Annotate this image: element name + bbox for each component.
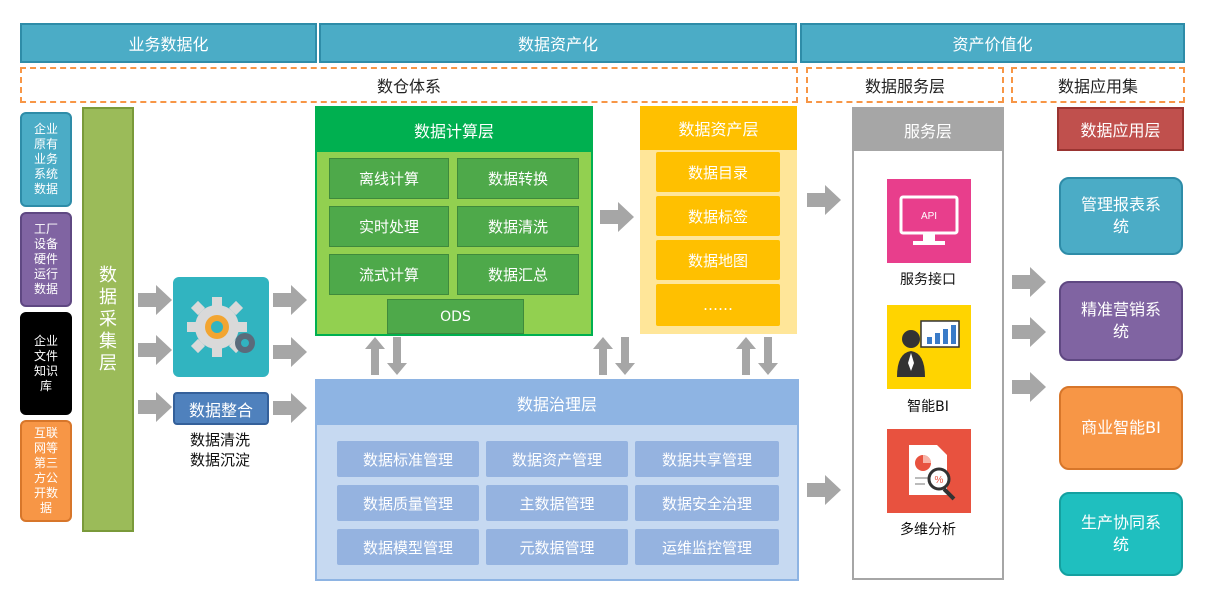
header-service-layer: 数据服务层: [806, 67, 1004, 103]
gov-cell-share: 数据共享管理: [635, 441, 779, 477]
service-item-bi: 智能BI: [907, 399, 949, 415]
gov-cell-security: 数据安全治理: [635, 485, 779, 521]
up-down-arrows-icon: [365, 337, 407, 375]
cell-ods: ODS: [387, 299, 524, 334]
asset-layer-title: 数据资产层: [640, 106, 797, 150]
asset-item-more: ……: [656, 284, 780, 326]
app-label: 管理报表系统: [1081, 195, 1162, 236]
gov-cell-asset: 数据资产管理: [486, 441, 628, 477]
gear-icon: [173, 277, 269, 377]
integration-label: 数据整合: [173, 392, 269, 425]
note-cleaning: 数据清洗: [189, 431, 250, 449]
app-label: 生产协同系统: [1081, 513, 1162, 554]
up-down-arrows-icon: [736, 337, 778, 375]
asset-item-catalog: 数据目录: [656, 152, 780, 192]
header-valorize: 资产价值化: [800, 23, 1185, 63]
source-label: 企业文件知识库: [33, 333, 58, 393]
arrow-right-icon: [600, 202, 634, 232]
app-layer-title: 数据应用层: [1057, 107, 1184, 151]
header-warehouse: 数仓体系: [20, 67, 798, 103]
collect-layer-label: 数据采集层: [99, 264, 117, 374]
service-item-api: 服务接口: [900, 272, 956, 288]
header-digitize: 业务数据化: [20, 23, 317, 63]
bi-presenter-icon: [887, 305, 971, 389]
report-magnifier-icon: %: [887, 429, 971, 513]
arrow-right-icon: [1012, 267, 1046, 297]
source-knowledge-base: 企业文件知识库: [20, 312, 72, 415]
governance-layer-title: 数据治理层: [317, 381, 797, 425]
source-third-party: 互联网等第三方公开数据: [20, 420, 72, 522]
service-layer-title: 服务层: [854, 109, 1002, 151]
arrow-right-icon: [138, 285, 172, 315]
svg-text:%: %: [935, 475, 944, 486]
source-label: 工厂设备硬件运行数据: [33, 222, 58, 296]
gov-cell-model: 数据模型管理: [337, 529, 479, 565]
source-factory-devices: 工厂设备硬件运行数据: [20, 212, 72, 307]
app-precision-marketing: 精准营销系统: [1059, 281, 1183, 361]
source-label: 企业原有业务系统数据: [33, 122, 58, 196]
source-legacy-systems: 企业原有业务系统数据: [20, 112, 72, 207]
asset-layer: 数据资产层 数据目录 数据标签 数据地图 ……: [640, 106, 797, 334]
cell-data-summary: 数据汇总: [457, 254, 579, 295]
api-text: API: [921, 211, 937, 222]
governance-layer: 数据治理层 数据标准管理 数据资产管理 数据共享管理 数据质量管理 主数据管理 …: [315, 379, 799, 581]
arrow-right-icon: [138, 335, 172, 365]
arrow-right-icon: [138, 392, 172, 422]
arrow-right-icon: [1012, 317, 1046, 347]
gov-cell-metadata: 元数据管理: [486, 529, 628, 565]
arrow-right-icon: [1012, 372, 1046, 402]
source-label: 互联网等第三方公开数据: [33, 426, 58, 515]
integration-notes: 数据清洗 数据沉淀: [170, 430, 270, 470]
collect-layer: 数据采集层: [82, 107, 134, 532]
header-app-set: 数据应用集: [1011, 67, 1185, 103]
asset-item-map: 数据地图: [656, 240, 780, 280]
compute-layer-title: 数据计算层: [317, 108, 591, 152]
note-settling: 数据沉淀: [189, 451, 250, 469]
gov-cell-master: 主数据管理: [486, 485, 628, 521]
app-production-collab: 生产协同系统: [1059, 492, 1183, 576]
cell-stream-compute: 流式计算: [329, 254, 449, 295]
arrow-right-icon: [807, 185, 841, 215]
arrow-right-icon: [273, 285, 307, 315]
asset-item-tags: 数据标签: [656, 196, 780, 236]
service-layer: 服务层 API 服务接口 智能BI %: [852, 107, 1004, 580]
app-label: 精准营销系统: [1081, 300, 1162, 341]
gov-cell-ops: 运维监控管理: [635, 529, 779, 565]
service-item-multidim: 多维分析: [900, 522, 956, 538]
cell-data-transform: 数据转换: [457, 158, 579, 199]
up-down-arrows-icon: [593, 337, 635, 375]
app-label: 商业智能BI: [1081, 418, 1161, 437]
header-assetize: 数据资产化: [319, 23, 797, 63]
cell-offline-compute: 离线计算: [329, 158, 449, 199]
api-monitor-icon: API: [887, 179, 971, 263]
arrow-right-icon: [807, 475, 841, 505]
arrow-right-icon: [273, 393, 307, 423]
arrow-right-icon: [273, 337, 307, 367]
gov-cell-quality: 数据质量管理: [337, 485, 479, 521]
cell-data-clean: 数据清洗: [457, 206, 579, 247]
compute-layer: 数据计算层 离线计算 数据转换 实时处理 数据清洗 流式计算 数据汇总 ODS: [315, 106, 593, 336]
gov-cell-standard: 数据标准管理: [337, 441, 479, 477]
cell-realtime-process: 实时处理: [329, 206, 449, 247]
app-management-report: 管理报表系统: [1059, 177, 1183, 255]
app-business-intelligence: 商业智能BI: [1059, 386, 1183, 470]
